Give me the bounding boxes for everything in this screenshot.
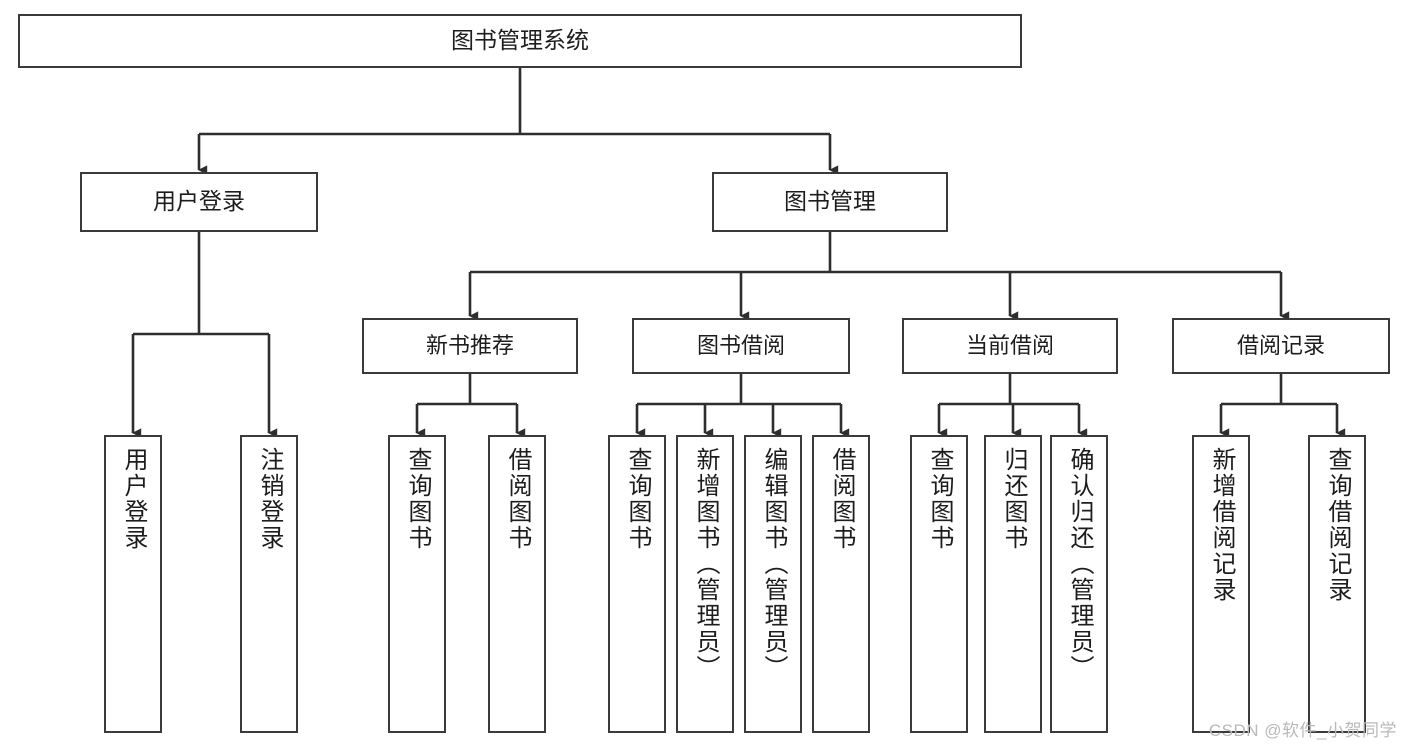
node-leaf-2-label: 查询图书 bbox=[404, 447, 431, 551]
node-leaf-5[interactable]: 新增图书（管理员） bbox=[676, 435, 734, 733]
node-level2-2-label: 当前借阅 bbox=[965, 332, 1054, 358]
watermark-text: CSDN @软件_小贺同学 bbox=[1208, 721, 1397, 740]
node-level2-3[interactable]: 借阅记录 bbox=[1172, 318, 1390, 374]
node-level2-0-label: 新书推荐 bbox=[425, 332, 514, 358]
node-leaf-3-label: 借阅图书 bbox=[504, 447, 531, 551]
node-leaf-10-label: 确认归还（管理员） bbox=[1066, 447, 1093, 681]
node-level2-0[interactable]: 新书推荐 bbox=[362, 318, 578, 374]
node-leaf-6-label: 编辑图书（管理员） bbox=[760, 447, 787, 681]
node-root-root[interactable]: 图书管理系统 bbox=[18, 14, 1022, 68]
node-leaf-9-label: 归还图书 bbox=[1000, 447, 1027, 551]
node-leaf-2[interactable]: 查询图书 bbox=[388, 435, 446, 733]
node-leaf-0[interactable]: 用户登录 bbox=[104, 435, 162, 733]
node-leaf-12-label: 查询借阅记录 bbox=[1324, 447, 1351, 603]
node-leaf-11[interactable]: 新增借阅记录 bbox=[1192, 435, 1250, 733]
node-level1-0-label: 用户登录 bbox=[153, 188, 245, 215]
node-level2-3-label: 借阅记录 bbox=[1236, 332, 1325, 358]
node-level2-1[interactable]: 图书借阅 bbox=[632, 318, 850, 374]
node-leaf-10[interactable]: 确认归还（管理员） bbox=[1050, 435, 1108, 733]
node-leaf-0-label: 用户登录 bbox=[120, 447, 147, 551]
node-leaf-12[interactable]: 查询借阅记录 bbox=[1308, 435, 1366, 733]
node-level1-1-label: 图书管理 bbox=[784, 188, 876, 215]
node-leaf-1[interactable]: 注销登录 bbox=[240, 435, 298, 733]
node-level2-1-label: 图书借阅 bbox=[696, 332, 785, 358]
node-root-root-label: 图书管理系统 bbox=[451, 27, 589, 54]
node-leaf-6[interactable]: 编辑图书（管理员） bbox=[744, 435, 802, 733]
node-leaf-4-label: 查询图书 bbox=[624, 447, 651, 551]
node-leaf-7[interactable]: 借阅图书 bbox=[812, 435, 870, 733]
node-level2-2[interactable]: 当前借阅 bbox=[902, 318, 1118, 374]
node-leaf-5-label: 新增图书（管理员） bbox=[692, 447, 719, 681]
node-leaf-4[interactable]: 查询图书 bbox=[608, 435, 666, 733]
node-leaf-7-label: 借阅图书 bbox=[828, 447, 855, 551]
node-leaf-9[interactable]: 归还图书 bbox=[984, 435, 1042, 733]
node-leaf-8[interactable]: 查询图书 bbox=[910, 435, 968, 733]
node-level1-0[interactable]: 用户登录 bbox=[80, 172, 318, 232]
node-leaf-11-label: 新增借阅记录 bbox=[1208, 447, 1235, 603]
node-leaf-1-label: 注销登录 bbox=[256, 447, 283, 551]
node-leaf-8-label: 查询图书 bbox=[926, 447, 953, 551]
node-level1-1[interactable]: 图书管理 bbox=[712, 172, 948, 232]
node-leaf-3[interactable]: 借阅图书 bbox=[488, 435, 546, 733]
